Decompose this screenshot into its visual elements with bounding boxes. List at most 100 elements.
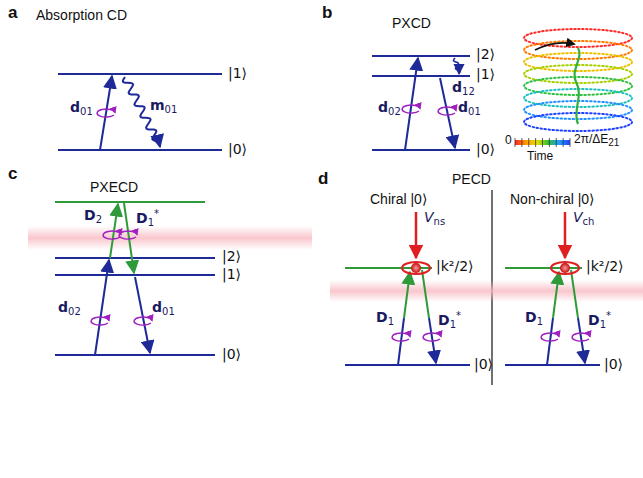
symbol-label: D1* [588, 310, 611, 330]
polarization-arrow [392, 333, 410, 341]
polarization-arrow [438, 107, 456, 115]
text-part: d [378, 99, 388, 115]
text-part: 1 [388, 316, 394, 327]
text-part: d [452, 79, 462, 95]
symbol-label: 0 [505, 134, 512, 147]
text-part: ch [583, 216, 595, 227]
text-part: 1 [537, 316, 543, 327]
state-label: |1⟩ [222, 267, 241, 282]
text-part: 21 [608, 137, 619, 148]
polarization-arrow [134, 317, 152, 325]
text-part: D [84, 207, 96, 223]
text-part: * [606, 310, 611, 321]
symbol-label: 2π/ΔE21 [574, 133, 619, 148]
symbol-label: D2 [84, 208, 102, 225]
text-part: V [573, 209, 583, 225]
panel-letter: c [8, 165, 17, 184]
text-part: d [58, 299, 68, 315]
text-part: 1 [600, 319, 606, 330]
polarization-arrow [423, 333, 441, 341]
text-part: D [376, 309, 388, 325]
text-part: ns [434, 216, 446, 227]
state-label: |k²/2⟩ [586, 259, 624, 274]
polarization-arrow [402, 105, 420, 113]
symbol-label: Time [527, 150, 553, 163]
text-part: * [154, 208, 159, 219]
color-bar-ticks [515, 138, 570, 147]
panel-d-transitions [398, 270, 585, 365]
text-part: D [588, 312, 600, 328]
state-label: |2⟩ [222, 249, 241, 264]
text-part: d [70, 99, 80, 115]
text-part: 02 [388, 106, 401, 117]
text-part: V [424, 209, 434, 225]
text-part: 1 [450, 319, 456, 330]
text-part: 1 [148, 217, 154, 228]
symbol-label: D1* [136, 208, 159, 228]
polarization-arrow [541, 333, 559, 341]
panel-title: Absorption CD [36, 8, 127, 23]
symbol-label: D1 [525, 310, 543, 327]
symbol-label: m01 [150, 98, 177, 115]
panel-title: Non-chiral |0⟩ [510, 192, 594, 207]
state-label: |0⟩ [604, 357, 623, 372]
symbol-label: D1* [438, 310, 461, 330]
panel-title: PECD [452, 172, 491, 187]
symbol-label: Vns [424, 210, 445, 227]
rotation-arrow [535, 43, 574, 50]
symbol-label: d01 [70, 100, 93, 117]
state-label: |1⟩ [476, 67, 495, 82]
panel-title: PXECD [90, 180, 138, 195]
text-part: d [458, 99, 468, 115]
panel-d-levels [345, 268, 600, 365]
text-part: D [136, 210, 148, 226]
panel-c-levels [55, 202, 215, 355]
text-part: D [438, 312, 450, 328]
state-label: |0⟩ [474, 357, 493, 372]
state-label: |0⟩ [228, 142, 247, 157]
text-part: 2π/ΔE [574, 132, 608, 146]
text-part: 02 [68, 306, 81, 317]
panel-letter: d [318, 170, 328, 189]
state-label: |0⟩ [476, 142, 495, 157]
symbol-label: d02 [58, 300, 81, 317]
polarization-arrow [119, 231, 137, 239]
panel-title: Chiral |0⟩ [370, 192, 427, 207]
symbol-label: d01 [152, 300, 175, 317]
circular-polarization [91, 105, 590, 341]
state-label: |k²/2⟩ [436, 259, 474, 274]
transition-arrow [95, 260, 109, 355]
text-part: 01 [468, 106, 481, 117]
text-part: d [152, 299, 162, 315]
state-label: |0⟩ [222, 347, 241, 362]
text-part: 01 [162, 306, 175, 317]
text-part: * [456, 310, 461, 321]
transition-arrow [135, 277, 150, 353]
helix-core [574, 48, 579, 124]
state-label: |1⟩ [228, 66, 247, 81]
continuum-band [330, 280, 643, 302]
panel-title: PXCD [392, 16, 431, 31]
polarization-arrow [103, 231, 121, 239]
transition-arrow [405, 58, 418, 150]
symbol-label: Vch [573, 210, 594, 227]
transition-arrow [100, 76, 112, 150]
text-part: 01 [165, 104, 178, 115]
symbol-label: d01 [458, 100, 481, 117]
text-part: m [150, 97, 165, 113]
text-part: D [525, 309, 537, 325]
symbol-label: D1 [376, 310, 394, 327]
helix [524, 29, 632, 131]
wavy-arrow [454, 58, 461, 74]
polarization-arrow [91, 317, 109, 325]
continuum-band [28, 226, 312, 250]
symbol-label: d12 [452, 80, 475, 97]
panel-a-levels [58, 74, 222, 150]
state-label: |2⟩ [476, 47, 495, 62]
polarization-arrow [97, 109, 115, 117]
text-part: 2 [96, 214, 102, 225]
text-part: 12 [462, 86, 475, 97]
panel-b-levels [372, 56, 470, 150]
